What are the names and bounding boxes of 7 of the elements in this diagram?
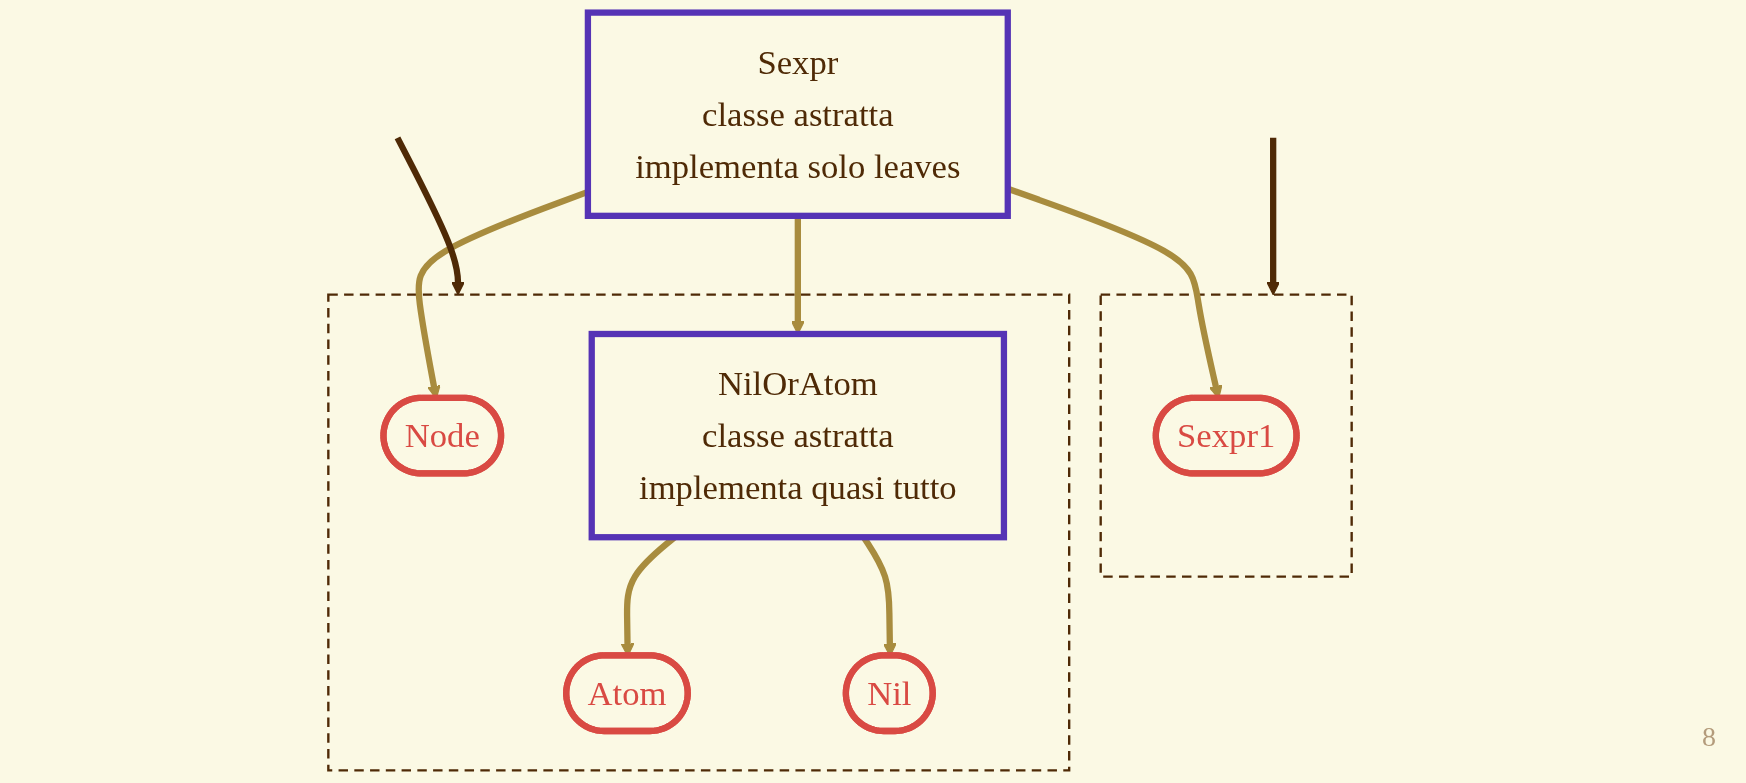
page-number: 8 bbox=[1702, 721, 1716, 752]
arrow bbox=[1266, 137, 1281, 296]
node-box: Sexpr classe astratta implementa solo leaves bbox=[584, 9, 1011, 219]
cluster bbox=[1099, 293, 1353, 578]
node-box: NilOrAtom classe astratta implementa quasi tutto bbox=[588, 330, 1008, 541]
arrow bbox=[394, 136, 465, 296]
cluster bbox=[327, 293, 1071, 772]
